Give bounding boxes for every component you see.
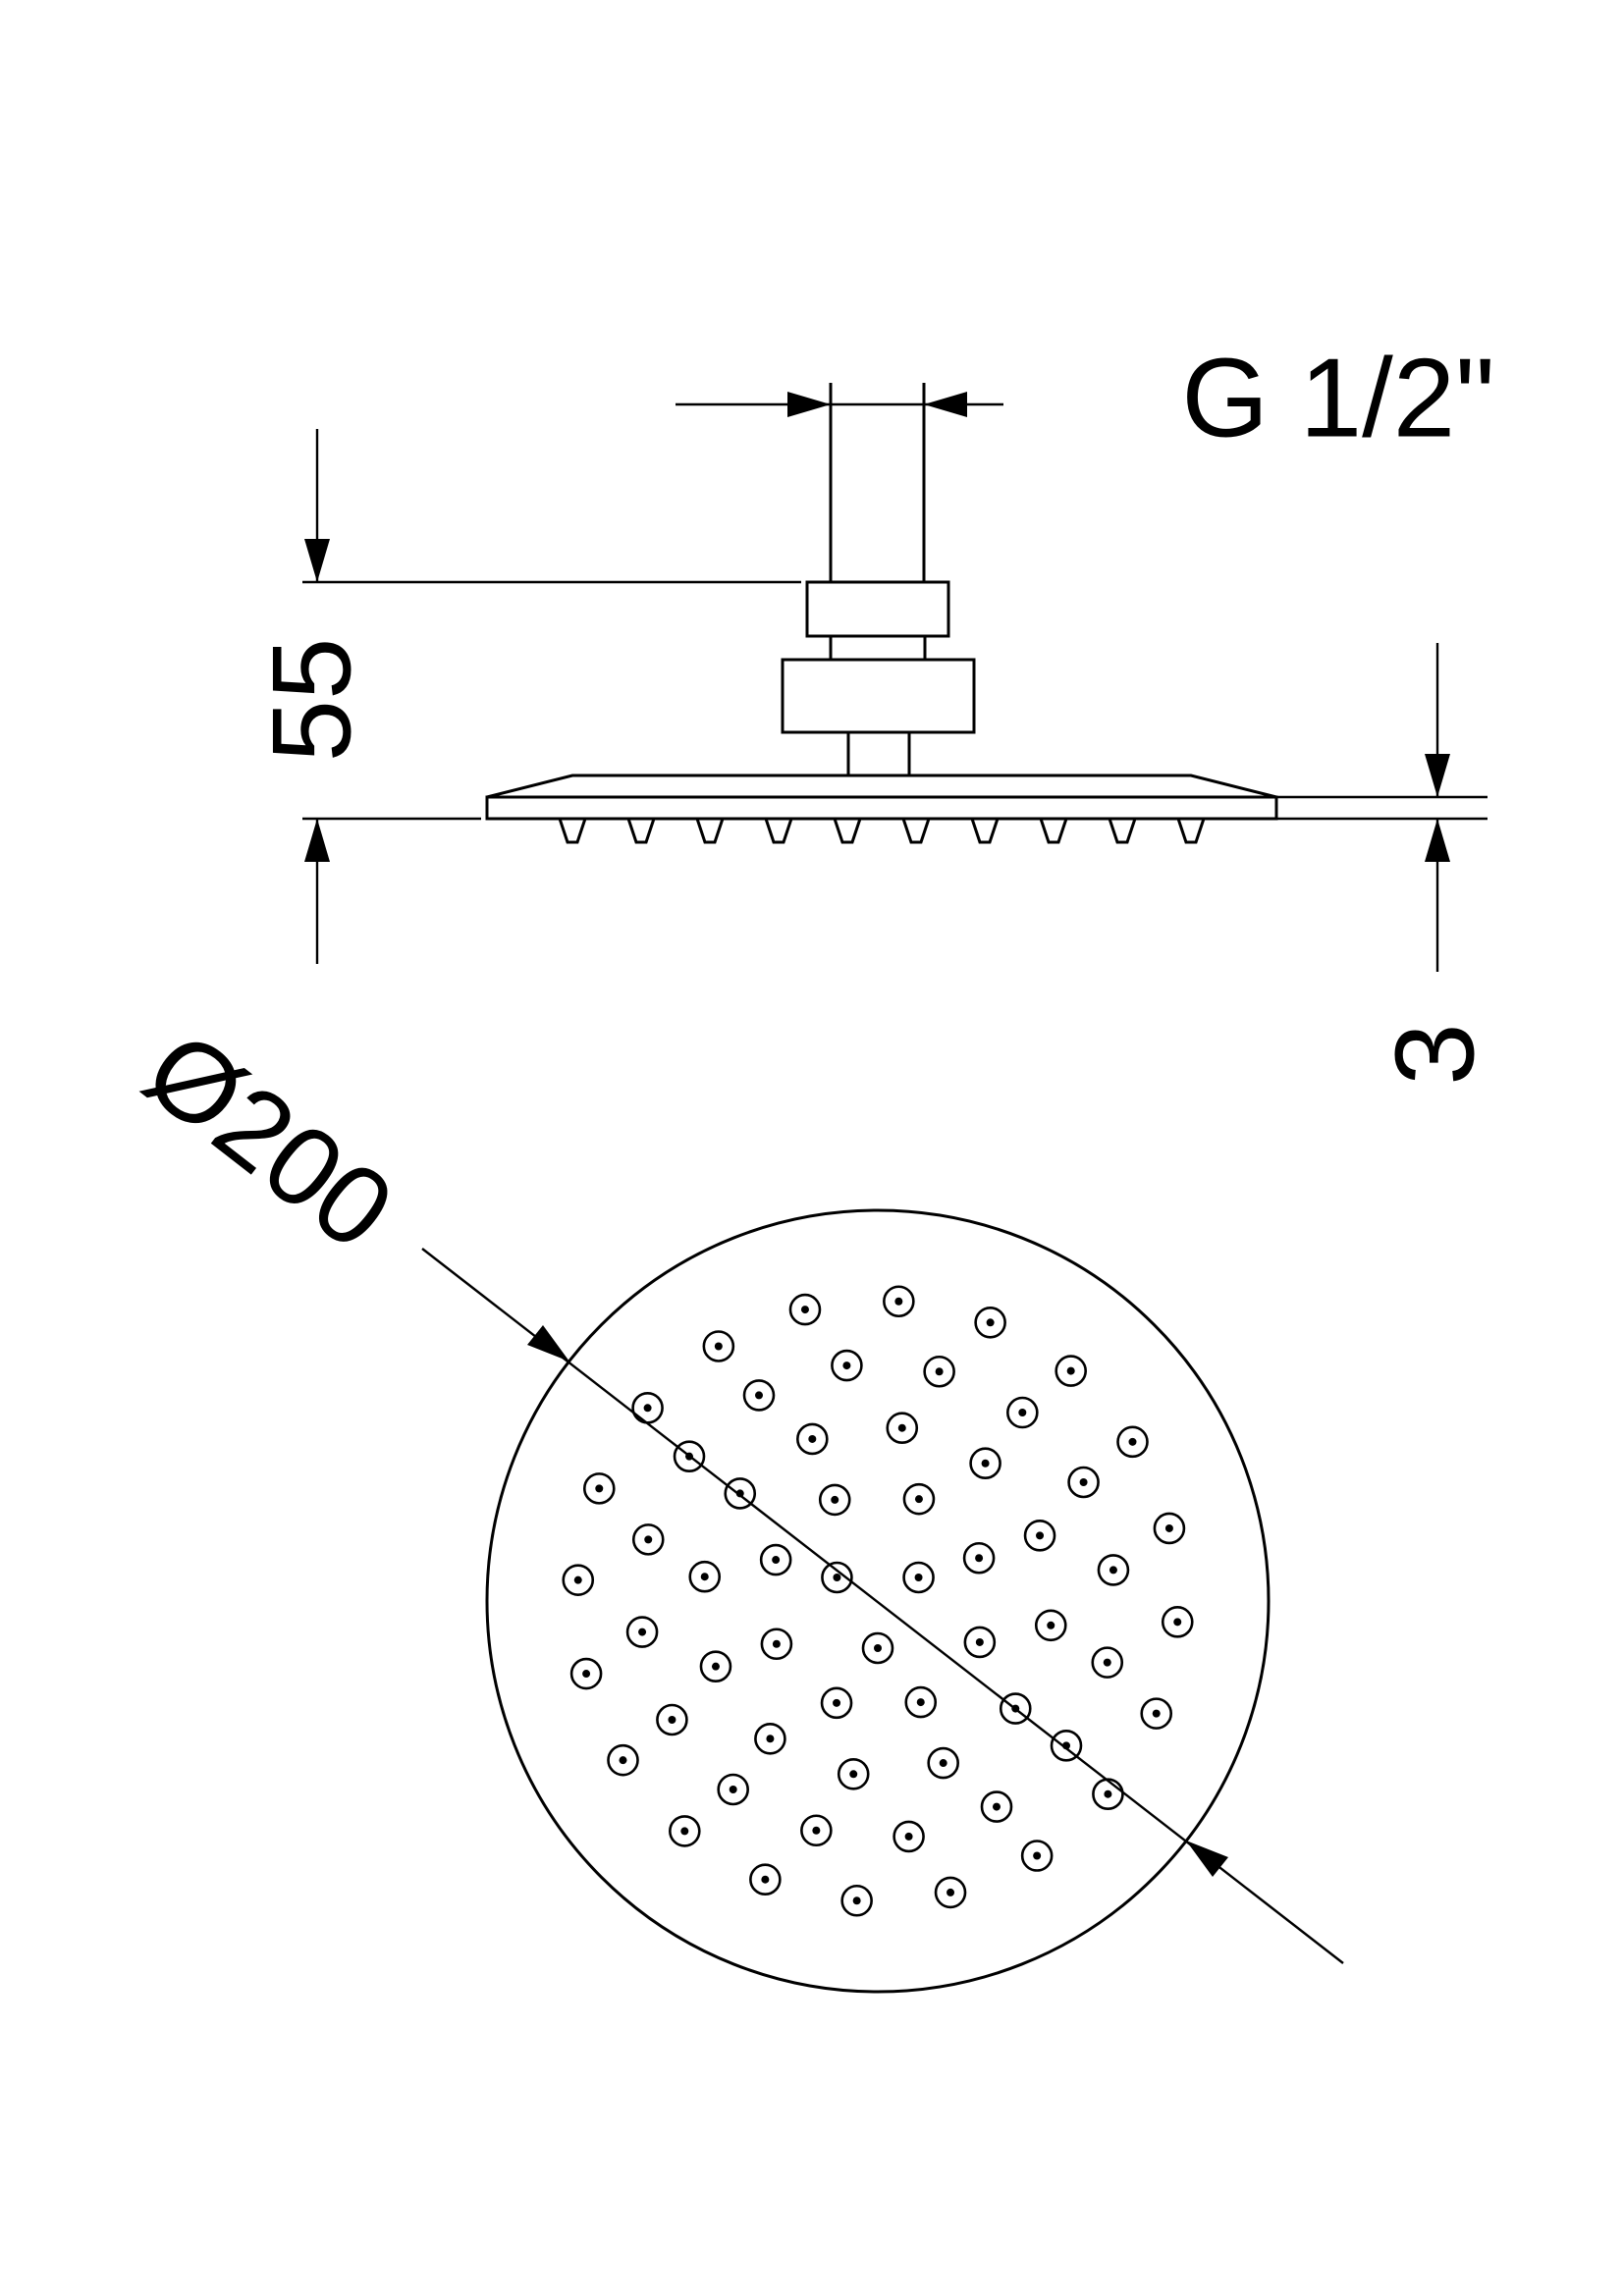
nozzle-hole-center: [1047, 1621, 1055, 1629]
nozzle-hole-center: [595, 1484, 604, 1493]
nozzle-hole-center: [916, 1698, 925, 1707]
nozzle-hole-center: [1079, 1478, 1088, 1486]
thickness-label: 3: [1374, 1023, 1498, 1085]
diameter-arrow-bottom: [1186, 1841, 1228, 1877]
nozzle-hole-center: [800, 1306, 809, 1314]
nozzle-hole-center: [947, 1888, 955, 1896]
nozzle-hole-center: [852, 1896, 861, 1905]
plate-bevel: [486, 774, 1277, 799]
nozzle-hole-center: [714, 1342, 723, 1351]
nozzle-hole-center: [761, 1875, 770, 1884]
nozzle-hole-center: [993, 1802, 1001, 1811]
nozzle-hole-center: [700, 1573, 709, 1581]
nozzle-hole-center: [975, 1637, 984, 1646]
thread-label: G 1/2": [1181, 337, 1494, 461]
nozzle-hole-center: [1109, 1566, 1117, 1575]
nozzle-hole-center: [1104, 1789, 1112, 1798]
nozzle-hole-center: [897, 1423, 906, 1432]
nozzle-hole-center: [1066, 1366, 1075, 1375]
nozzle-hole-center: [808, 1434, 817, 1443]
nozzle-hole-center: [1033, 1851, 1042, 1860]
nozzle-hole-center: [668, 1716, 676, 1724]
thread-arrow-right: [924, 392, 967, 417]
nozzle-hole-center: [1103, 1658, 1111, 1667]
nozzle-hole-center: [729, 1785, 737, 1793]
nozzle-hole-center: [1036, 1531, 1045, 1540]
nozzle-hole-center: [766, 1735, 775, 1743]
side-nozzle: [900, 817, 932, 844]
nozzle-hole-center: [812, 1826, 821, 1835]
nozzle-hole-center: [643, 1404, 652, 1413]
face-circle: [485, 1208, 1271, 1994]
nozzle-hole-center: [644, 1535, 653, 1544]
nozzle-hole-center: [680, 1827, 689, 1836]
thickness-arrow-top: [1425, 754, 1450, 797]
nozzle-hole-center: [914, 1574, 923, 1581]
side-nozzle-row: [557, 817, 1207, 844]
side-nozzle: [763, 817, 794, 844]
nozzle-hole-center: [975, 1554, 984, 1563]
nozzle-hole-center: [573, 1575, 582, 1584]
side-nozzle: [1175, 817, 1207, 844]
nozzle-hole-center: [711, 1662, 720, 1671]
side-nozzle: [625, 817, 657, 844]
thread-arrow-left: [787, 392, 831, 417]
nozzle-hole-center: [986, 1318, 995, 1327]
nozzle-hole-center: [772, 1639, 781, 1648]
nozzle-hole-center: [874, 1644, 882, 1652]
nozzle-hole-center: [981, 1459, 990, 1468]
nozzle-hole-center: [1128, 1437, 1137, 1446]
side-view: [485, 383, 1278, 844]
nozzle-hole-center: [772, 1556, 781, 1565]
nozzle-hole-center: [914, 1495, 923, 1504]
thread-dimension: G 1/2": [676, 337, 1495, 461]
nozzle-hole-center: [638, 1628, 647, 1636]
plan-view: Ø200: [123, 1007, 1344, 1994]
side-nozzle: [1107, 817, 1138, 844]
diameter-arrow-top: [527, 1325, 569, 1362]
side-nozzle: [832, 817, 863, 844]
nozzle-hole-center: [935, 1367, 944, 1376]
height-label: 55: [250, 638, 375, 763]
nozzle-hole-center: [582, 1670, 591, 1679]
nozzle-hole-center: [755, 1391, 763, 1400]
nozzle-hole-center: [619, 1756, 627, 1765]
nozzle-hole-center: [1173, 1618, 1182, 1627]
thickness-dimension: 3: [1276, 643, 1498, 1086]
nozzle-hole-center: [833, 1574, 841, 1581]
nozzle-hole-center: [1018, 1409, 1027, 1417]
nozzle-hole-center: [1152, 1709, 1161, 1718]
nozzle-hole-center: [904, 1832, 913, 1841]
side-nozzle: [557, 817, 588, 844]
nozzle-hole-center: [1164, 1523, 1173, 1532]
connector-base: [781, 658, 976, 734]
height-dimension: 55: [250, 429, 801, 964]
plate-body: [485, 795, 1278, 821]
nozzle-hole-center: [842, 1362, 851, 1370]
side-nozzle: [694, 817, 726, 844]
nozzle-hole-center: [849, 1770, 858, 1779]
thickness-arrow-bottom: [1425, 819, 1450, 862]
nozzle-hole-center: [894, 1297, 903, 1306]
side-nozzle: [969, 817, 1001, 844]
face-holes: [562, 1285, 1194, 1917]
diameter-label: Ø200: [123, 1007, 415, 1273]
connector-nut: [805, 580, 950, 638]
height-arrow-bottom: [304, 819, 330, 862]
side-nozzle: [1038, 817, 1069, 844]
nozzle-hole-center: [939, 1759, 947, 1768]
nozzle-hole-center: [831, 1495, 839, 1504]
nozzle-hole-center: [833, 1698, 841, 1707]
height-arrow-top: [304, 539, 330, 582]
